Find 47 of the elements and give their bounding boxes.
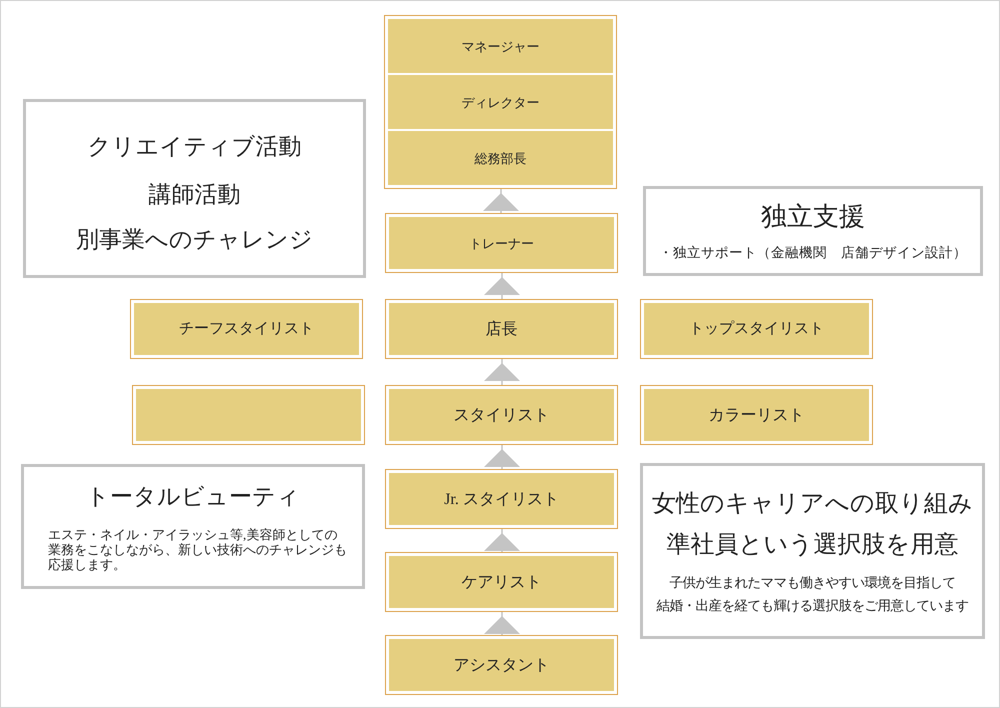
rank-box: [130, 299, 363, 359]
panel-text: エステ・ネイル・アイラッシュ等,美容師としての業務をこなしながら、新しい技術へのチャレンジも応援します。: [48, 527, 348, 572]
rank-box: [385, 635, 618, 695]
info-panel: [643, 186, 983, 276]
panel-text: 結婚・出産を経ても輝ける選択肢をご用意しています: [656, 596, 968, 614]
rank-box: [132, 385, 365, 445]
rank-title: スタイリスト: [454, 406, 550, 426]
panel-text: 子供が生まれたママも働きやすい環境を目指して: [670, 574, 956, 590]
panel-heading: クリエイティブ活動: [88, 133, 302, 161]
arrow: [483, 189, 519, 213]
rank-box: [385, 552, 618, 612]
panel-heading: 独立支援: [761, 201, 865, 233]
panel-heading: トータルビューティ: [86, 483, 300, 511]
rank-box: [640, 299, 873, 359]
rank-title: 店長: [486, 320, 518, 340]
rank-box: [385, 469, 618, 529]
rank-title: 総務部長: [474, 150, 526, 166]
arrow: [484, 273, 520, 299]
rank-title: ディレクター: [462, 94, 540, 110]
rank-box: [388, 131, 613, 185]
rank-box: [385, 385, 618, 445]
rank-title: アシスタント: [454, 656, 550, 676]
panel-heading: 講師活動: [148, 181, 240, 209]
info-panel: [23, 99, 366, 278]
arrow: [484, 529, 520, 552]
panel-heading: 別事業へのチャレンジ: [76, 226, 313, 254]
rank-title: ケアリスト: [462, 572, 542, 592]
rank-box: [388, 75, 613, 129]
panel-text: ・独立サポート（金融機関 店舗デザイン設計）: [659, 244, 967, 262]
rank-title: トレーナー: [469, 234, 534, 252]
rank-box: [388, 19, 613, 73]
arrow: [484, 612, 520, 635]
arrow: [484, 445, 520, 469]
rank-title: Jr. スタイリスト: [444, 490, 559, 510]
rank-title: トップスタイリスト: [689, 319, 824, 339]
panel-heading: 女性のキャリアへの取り組み: [652, 490, 973, 518]
rank-title: カラーリスト: [708, 406, 804, 426]
rank-title: マネージャー: [462, 38, 540, 54]
panel-heading: 準社員という選択肢を用意: [666, 530, 958, 560]
arrow: [484, 359, 520, 385]
rank-box: [640, 385, 873, 445]
rank-box: [385, 299, 618, 359]
rank-group-frame: [384, 15, 617, 189]
info-panel: [640, 463, 985, 639]
rank-title: チーフスタイリスト: [179, 320, 314, 339]
rank-box: [385, 213, 618, 273]
info-panel: [21, 464, 365, 589]
